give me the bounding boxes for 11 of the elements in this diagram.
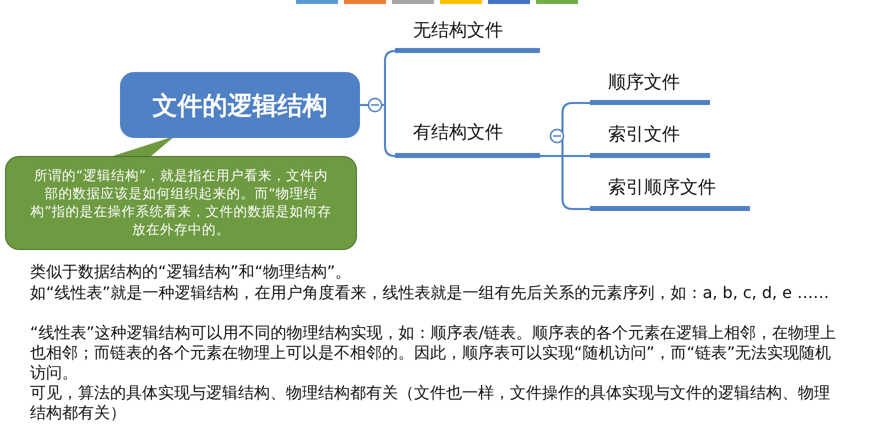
note-text: 可见，算法的具体实现与逻辑结构、物理结构都有关（文件也一样，文件操作的具体实现与文件的逻辑结构、物理结构都有关） — [30, 383, 831, 423]
note-text: “线性表”这种逻辑结构可以用不同的物理结构实现，如：顺序表/链表。顺序表的各个元素在逻辑上相邻，在物理上也相邻；而链表的各个元素在物理上可以是不相邻的。因此，顺序表可以实现“随机访问”，而“链表”无法实现随机访问。 — [30, 323, 837, 383]
note-text: 类似于数据结构的“逻辑结构”和“物理结构”。 — [30, 262, 352, 282]
branch-label: 索引文件 — [590, 122, 710, 158]
connector-line — [540, 155, 590, 210]
branch-label: 有结构文件 — [395, 120, 540, 158]
branch-label: 顺序文件 — [590, 70, 710, 105]
branch-label: 无结构文件 — [395, 18, 540, 53]
root-box: 文件的逻辑结构 — [120, 72, 360, 138]
branch-label: 索引顺序文件 — [590, 175, 750, 211]
note-text: 如“线性表”就是一种逻辑结构，在用户角度看来，线性表就是一组有先后关系的元素序列，如：a, b, c, d, e …… — [30, 283, 830, 303]
